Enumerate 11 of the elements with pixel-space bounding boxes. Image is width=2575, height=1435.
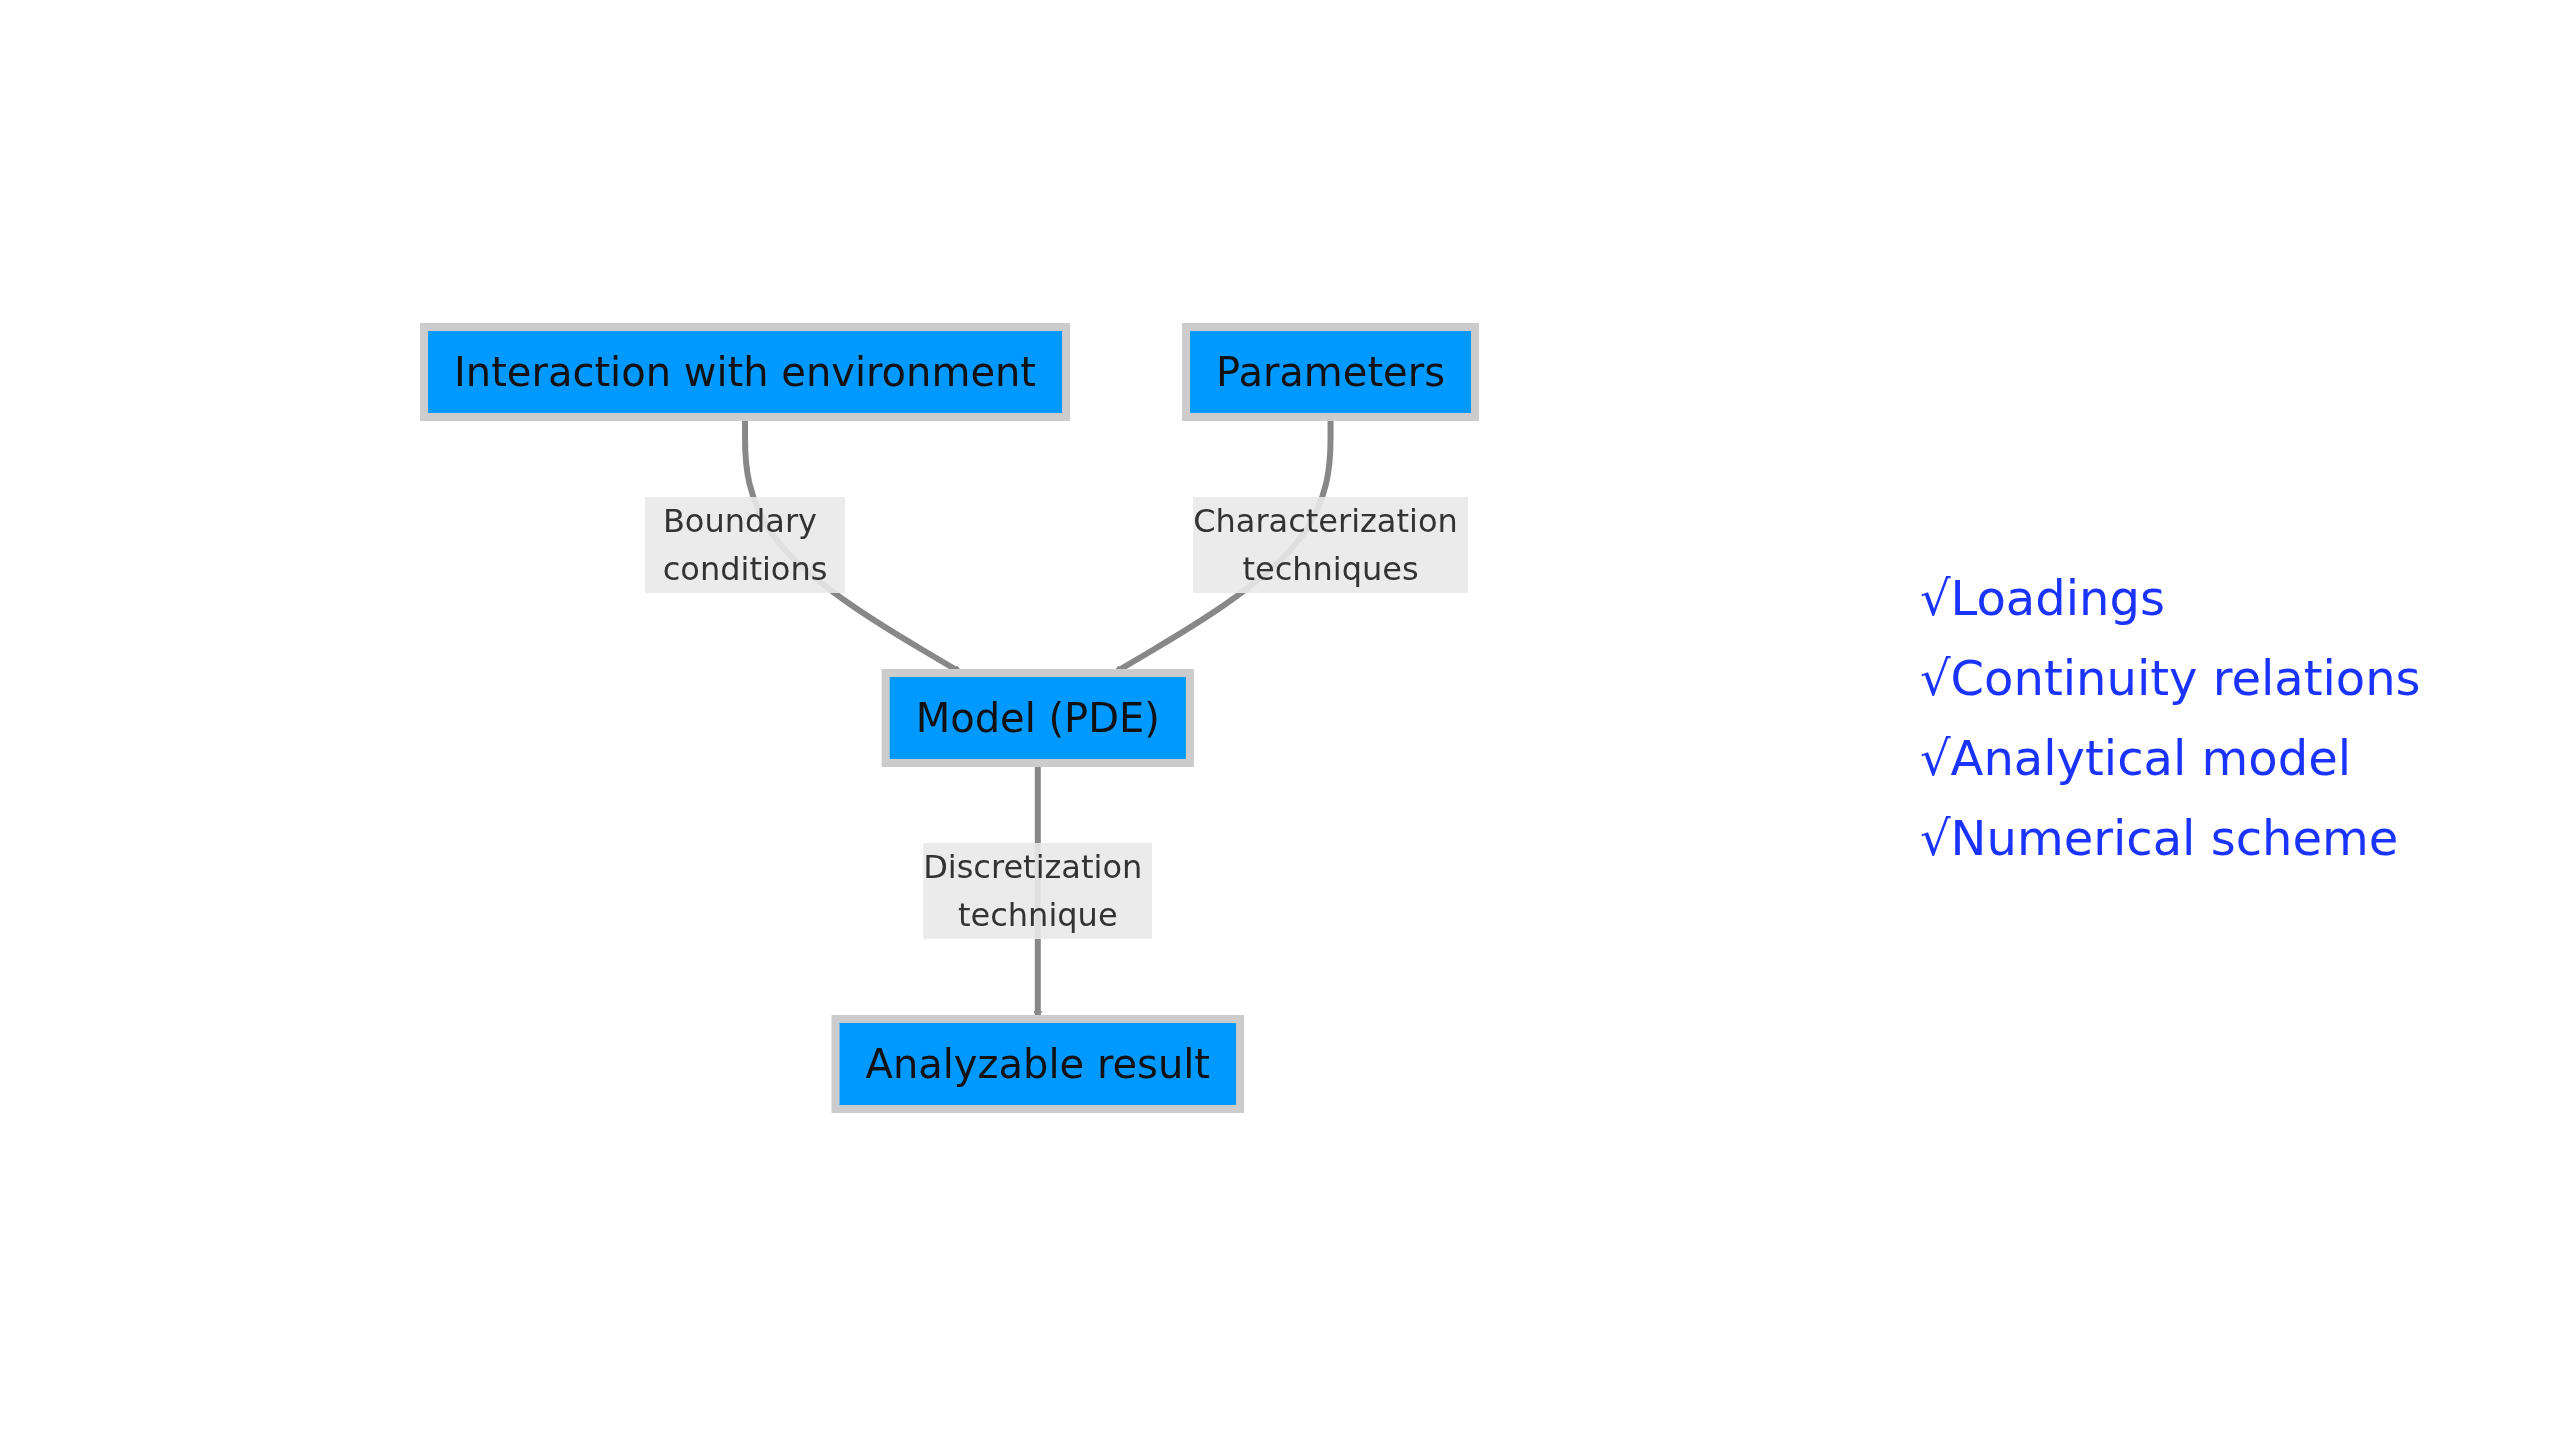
edge-label: Discretization technique (923, 847, 1143, 934)
node-box: Analyzable result (832, 1014, 1245, 1113)
node-box: Parameters (1182, 322, 1480, 421)
checklist-item: √Numerical scheme (1920, 809, 2400, 866)
checklist-item: √Continuity relations (1920, 649, 2421, 706)
checklist-item: √Analytical model (1920, 729, 2352, 786)
edge-label: Characterization techniques (1193, 501, 1459, 588)
edge-label: Boundary conditions (663, 501, 828, 588)
node-box: Model (PDE) (882, 668, 1195, 767)
node-box: Interaction with environment (420, 322, 1071, 421)
checklist-item: √Loadings (1920, 569, 2166, 626)
